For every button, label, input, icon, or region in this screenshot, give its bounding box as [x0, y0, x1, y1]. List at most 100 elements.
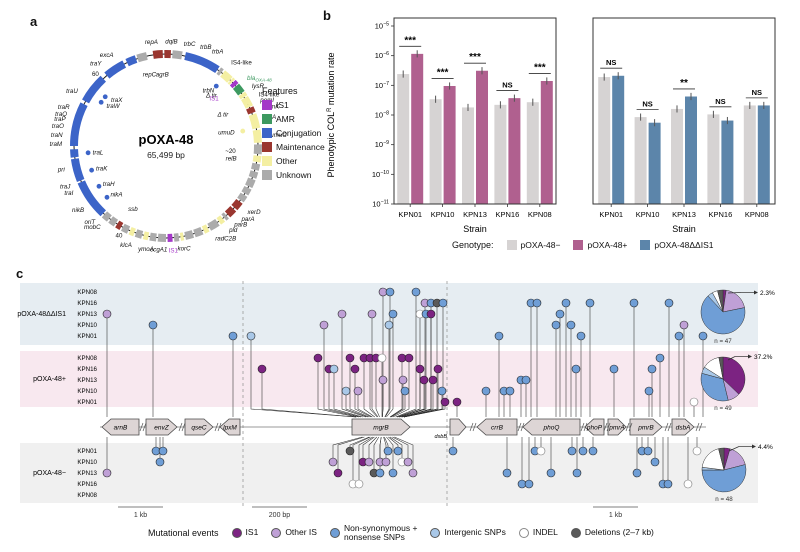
plasmid-gene-label: traI	[64, 190, 73, 197]
mutation-event	[400, 386, 410, 396]
bar	[757, 105, 770, 204]
strain-row-label: KPN01	[77, 333, 97, 340]
significance-label: ***	[437, 67, 449, 78]
plasmid-segment	[173, 233, 180, 242]
bar	[707, 114, 720, 204]
x-tick-label: KPN08	[528, 210, 552, 219]
gene-label: qseC	[191, 425, 206, 432]
plasmid-gene-label: traH	[103, 181, 115, 188]
mutation-event	[555, 309, 565, 319]
gene-arrow	[476, 418, 518, 436]
mutation-event	[158, 446, 168, 456]
plasmid-segment	[252, 155, 262, 163]
mutation-event	[629, 298, 639, 308]
plasmid-gene-label: lysR	[252, 83, 265, 90]
x-tick-label: KPN16	[709, 210, 733, 219]
legend-dot	[231, 527, 242, 538]
y-tick-label: 10−9	[375, 140, 389, 149]
mut-legend-title: Mutational events	[148, 527, 219, 538]
pie-slice	[718, 447, 725, 471]
genotype-legend-item: pOXA-48+	[573, 240, 627, 250]
legend-label: pOXA-48−	[520, 239, 561, 250]
pie-slice	[717, 289, 724, 313]
mutation-event	[246, 331, 256, 341]
mutation-event	[481, 386, 491, 396]
strain-row-label: KPN08	[77, 289, 97, 296]
strain-row-label: KPN16	[77, 481, 97, 488]
scale-bar-label: 1 kb	[609, 512, 622, 519]
bar	[526, 102, 539, 204]
plasmid-segment	[220, 70, 233, 83]
plasmid-segment	[184, 52, 220, 74]
plasmid-gene-label: trbN	[203, 87, 215, 94]
bar	[508, 98, 521, 204]
legend-label: AMR	[276, 113, 295, 124]
mutation-event	[353, 386, 363, 396]
mutation-event	[546, 468, 556, 478]
significance-label: ***	[534, 62, 546, 73]
mutation-map: pOXA-48ΔΔIS1KPN08KPN16KPN13KPN10KPN01pOX…	[17, 281, 775, 519]
features-legend-item: IS1	[262, 100, 325, 110]
legend-swatch	[640, 240, 651, 250]
plasmid-segment	[241, 185, 252, 196]
x-axis-title: Strain	[463, 224, 487, 234]
plasmid-segment	[229, 79, 239, 89]
gene-arrow	[671, 418, 695, 436]
plasmid-name: pOXA-48	[139, 132, 194, 147]
strain-row-label: KPN10	[77, 322, 97, 329]
plasmid-gene-label: agrB	[156, 71, 169, 78]
legend-swatch	[262, 114, 272, 124]
mutation-event	[572, 468, 582, 478]
gene-arrow	[101, 418, 140, 436]
gene-arrow	[607, 418, 627, 436]
bar	[411, 53, 424, 204]
bar	[540, 80, 553, 204]
pie-slice	[700, 295, 746, 335]
mutation-event	[655, 353, 665, 363]
plasmid-gene-label: trbA	[212, 49, 223, 56]
mutation-event	[388, 309, 398, 319]
mutation-event	[609, 364, 619, 374]
mutation-event	[375, 468, 385, 478]
plasmid-gene-label: ccgA1	[150, 247, 167, 254]
plasmid-segment	[172, 50, 183, 60]
pie-slice	[700, 372, 729, 402]
strain-row-label: KPN13	[77, 311, 97, 318]
plasmid-segment	[101, 211, 112, 222]
significance-label: ***	[404, 35, 416, 46]
plasmid-gene-label: ymoA	[137, 246, 154, 253]
plasmid-gene-label: 60	[92, 71, 99, 78]
mutation-event	[393, 446, 403, 456]
plasmid-gene-label: traX	[111, 97, 123, 104]
plasmid-segment	[70, 158, 85, 182]
plasmid-segment	[115, 220, 124, 230]
mutation-event	[354, 479, 364, 489]
gene-arrow	[184, 418, 214, 436]
gene-arrow	[629, 418, 663, 436]
mutation-event	[384, 320, 394, 330]
plasmid-segment	[252, 129, 262, 143]
mut-legend-item: Intergenic SNPs	[430, 527, 506, 538]
plasmid-gene-label: traN	[51, 132, 63, 139]
gene-label: phoQ	[543, 425, 560, 432]
plasmid-gene-label: nikA	[110, 191, 122, 198]
plasmid-gene-dot	[213, 83, 219, 89]
plasmid-gene-label: 40	[116, 232, 123, 239]
mutation-event	[428, 375, 438, 385]
bar	[476, 70, 488, 204]
bar	[648, 122, 661, 204]
plasmid-gene-label: xerD	[247, 209, 262, 216]
mutation-event	[494, 331, 504, 341]
mutation-event	[448, 446, 458, 456]
strain-row-label: KPN08	[77, 355, 97, 362]
plasmid-gene-label: traW	[107, 103, 121, 110]
strain-row-label: KPN16	[77, 366, 97, 373]
mutation-event	[367, 309, 377, 319]
significance-label: **	[680, 78, 688, 89]
strain-row-label: KPN16	[77, 300, 97, 307]
y-tick-label: 10−11	[372, 200, 389, 209]
y-axis-title: Phenotypic COLR mutation rate	[326, 53, 336, 178]
mutation-event	[319, 320, 329, 330]
gene-arrow	[145, 418, 178, 436]
